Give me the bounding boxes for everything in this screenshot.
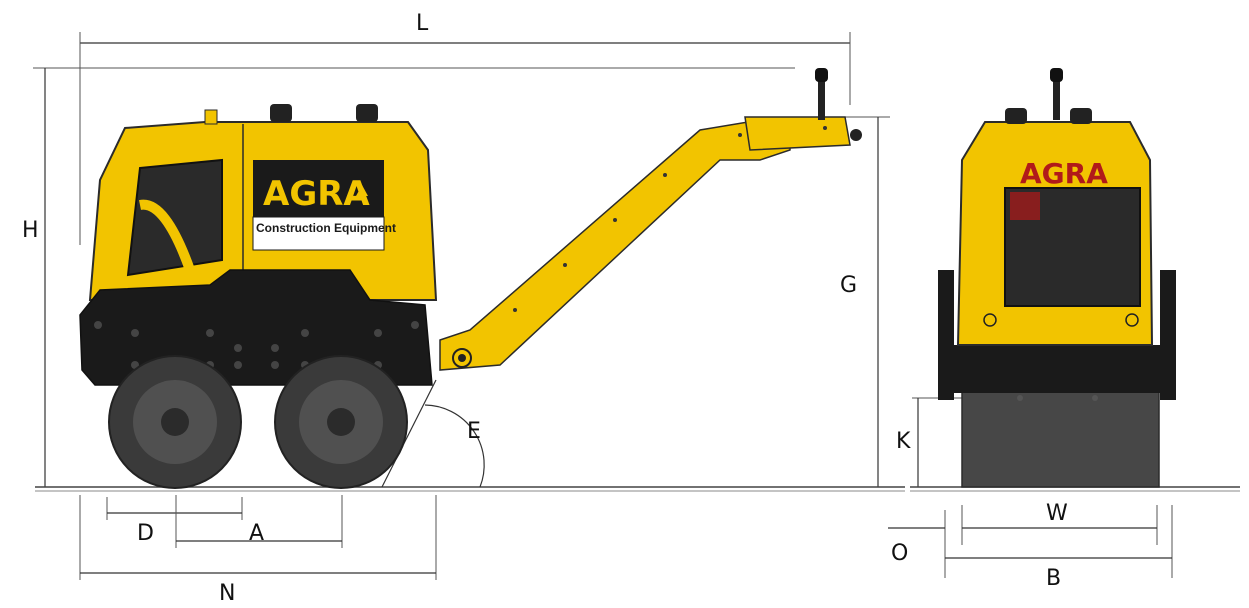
label-H: H xyxy=(22,218,39,243)
label-W: W xyxy=(1046,501,1068,526)
label-B: B xyxy=(1046,566,1061,591)
label-O: O xyxy=(891,541,908,566)
roller-rear-view: AGRA xyxy=(938,68,1176,488)
label-N: N xyxy=(219,581,235,606)
roller-side-view: AGRA Construction Equipment xyxy=(79,68,862,489)
label-G: G xyxy=(840,273,857,298)
label-A: A xyxy=(249,521,264,546)
logo-triangle-icon xyxy=(356,185,368,196)
brand-logo: AGRA xyxy=(263,174,370,214)
label-K: K xyxy=(896,429,911,454)
label-D: D xyxy=(137,521,154,546)
label-L: L xyxy=(416,11,429,36)
rear-logo: AGRA xyxy=(1020,157,1108,190)
label-E: E xyxy=(467,419,481,444)
brand-tagline: Construction Equipment xyxy=(256,221,396,235)
